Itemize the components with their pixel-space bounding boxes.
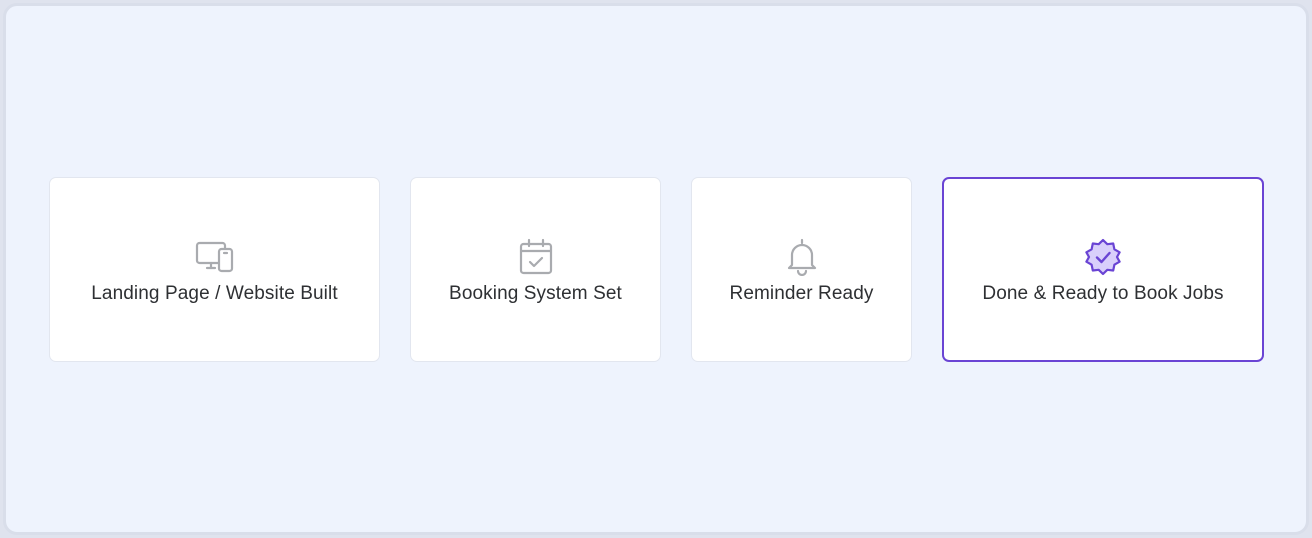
step-card-booking[interactable]: Booking System Set bbox=[410, 177, 661, 362]
step-card-reminder[interactable]: Reminder Ready bbox=[691, 177, 912, 362]
step-card-website[interactable]: Landing Page / Website Built bbox=[49, 177, 380, 362]
devices-icon bbox=[195, 237, 235, 277]
calendar-check-icon bbox=[516, 237, 556, 277]
bell-icon bbox=[782, 237, 822, 277]
step-label-website: Landing Page / Website Built bbox=[91, 282, 338, 304]
step-label-reminder: Reminder Ready bbox=[729, 282, 874, 304]
step-label-booking: Booking System Set bbox=[449, 282, 622, 304]
step-card-done[interactable]: Done & Ready to Book Jobs bbox=[942, 177, 1264, 362]
progress-panel: Landing Page / Website Built Booking Sys… bbox=[3, 3, 1309, 535]
step-label-done: Done & Ready to Book Jobs bbox=[982, 282, 1224, 304]
verified-badge-icon bbox=[1083, 237, 1123, 277]
step-cards: Landing Page / Website Built Booking Sys… bbox=[6, 174, 1306, 366]
